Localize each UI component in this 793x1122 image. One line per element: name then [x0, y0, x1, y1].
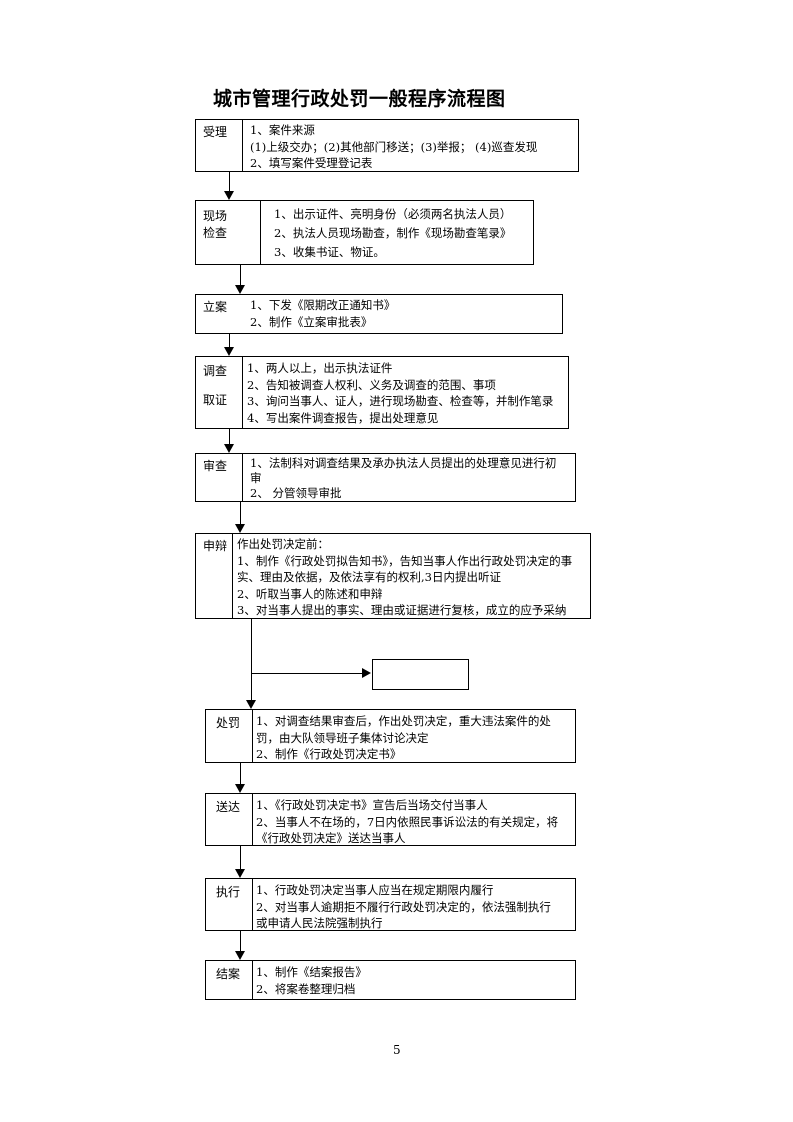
step-filing-label: 立案 — [203, 300, 228, 314]
flow-arrow-line — [240, 763, 241, 784]
step-penalty-box: 处罚 1、对调查结果审查后，作出处罚决定，重大违法案件的处 罚，由大队领导班子集… — [205, 709, 576, 763]
flow-arrow-head — [235, 784, 245, 793]
list-item: 1、法制科对调查结果及承办执法人员提出的处理意见进行初 — [250, 456, 557, 470]
step-accept-items: 1、案件来源 (1)上级交办；(2)其他部门移送；(3)举报； (4)巡查发现 … — [250, 122, 537, 172]
step-divider — [252, 710, 253, 762]
step-closing-label: 结案 — [216, 967, 241, 981]
list-item: 1、制作《行政处罚拟告知书》，告知当事人作出行政处罚决定的事 — [237, 553, 573, 568]
list-item: 1、案件来源 — [250, 123, 315, 137]
step-divider — [242, 120, 243, 171]
step-execution-items: 1、行政处罚决定当事人应当在规定期限内履行 2、对当事人逾期拒不履行行政处罚决定… — [256, 882, 551, 932]
step-review-box: 审查 1、法制科对调查结果及承办执法人员提出的处理意见进行初 审 2、 分管领导… — [195, 453, 576, 502]
list-item: 审 — [250, 471, 262, 485]
step-divider — [252, 961, 253, 999]
list-item: 3、对当事人提出的事实、理由或证据进行复核，成立的应予采纳 — [237, 603, 567, 617]
step-penalty-items: 1、对调查结果审查后，作出处罚决定，重大违法案件的处 罚，由大队领导班子集体讨论… — [256, 713, 551, 763]
step-review-items: 1、法制科对调查结果及承办执法人员提出的处理意见进行初 审 2、 分管领导审批 — [250, 456, 556, 501]
step-investigation-items: 1、两人以上，出示执法证件 2、告知被调查人权利、义务及调查的范围、事项 3、询… — [247, 360, 553, 426]
hearing-box — [372, 659, 469, 690]
step-delivery-box: 送达 1、《行政处罚决定书》宣告后当场交付当事人 2、当事人不在场的，7日内依照… — [205, 793, 576, 846]
step-investigation-label-2: 取证 — [203, 393, 228, 407]
step-accept-box: 受理 1、案件来源 (1)上级交办；(2)其他部门移送；(3)举报； (4)巡查… — [195, 119, 579, 172]
step-divider — [252, 879, 253, 930]
list-item: 1、制作《结案报告》 — [256, 965, 367, 979]
list-item: 4、写出案件调查报告，提出处理意见 — [247, 410, 439, 425]
flow-arrow-head — [235, 951, 245, 960]
list-item: 作出处罚决定前： — [237, 537, 329, 551]
step-divider — [232, 534, 233, 618]
flow-arrow-head — [224, 444, 234, 453]
flow-arrow-line — [251, 619, 252, 700]
list-item: 2、制作《立案审批表》 — [250, 314, 373, 329]
step-delivery-label: 送达 — [216, 800, 241, 814]
list-item: 2、当事人不在场的，7日内依照民事诉讼法的有关规定，将 — [256, 814, 559, 829]
page-number: 5 — [393, 1043, 401, 1057]
flow-arrow-head — [235, 524, 245, 533]
list-item: 1、对调查结果审查后，作出处罚决定，重大违法案件的处 — [256, 714, 551, 728]
list-item: 2、填写案件受理登记表 — [250, 156, 373, 170]
flow-arrow-head — [224, 191, 234, 200]
branch-line — [251, 673, 363, 674]
step-filing-items: 1、下发《限期改正通知书》 2、制作《立案审批表》 — [250, 297, 395, 330]
list-item: 或申请人民法院强制执行 — [256, 916, 383, 930]
step-execution-box: 执行 1、行政处罚决定当事人应当在规定期限内履行 2、对当事人逾期拒不履行行政处… — [205, 878, 576, 931]
flow-arrow-line — [229, 334, 230, 347]
list-item: 1、两人以上，出示执法证件 — [247, 361, 393, 375]
list-item: 2、对当事人逾期拒不履行行政处罚决定的，依法强制执行 — [256, 899, 551, 914]
step-investigation-box: 调查 取证 1、两人以上，出示执法证件 2、告知被调查人权利、义务及调查的范围、… — [195, 356, 569, 429]
page-title: 城市管理行政处罚一般程序流程图 — [213, 88, 506, 110]
step-divider — [242, 357, 243, 428]
step-inspection-label-1: 现场 — [203, 209, 228, 223]
list-item: 1、下发《限期改正通知书》 — [250, 298, 396, 312]
flow-arrow-line — [229, 172, 230, 191]
step-defense-label: 申辩 — [203, 539, 228, 553]
flow-arrow-line — [240, 265, 241, 285]
step-execution-label: 执行 — [216, 885, 241, 899]
step-investigation-label-1: 调查 — [203, 364, 228, 378]
step-defense-items: 作出处罚决定前： 1、制作《行政处罚拟告知书》，告知当事人作出行政处罚决定的事 … — [237, 536, 572, 619]
step-divider — [252, 794, 253, 845]
step-closing-items: 1、制作《结案报告》 2、将案卷整理归档 — [256, 964, 367, 997]
list-item: 1、出示证件、亮明身份（必须两名执法人员） — [274, 207, 512, 221]
flow-arrow-line — [240, 846, 241, 869]
flow-arrow-head — [235, 869, 245, 878]
step-divider — [242, 454, 243, 501]
step-accept-label: 受理 — [203, 125, 228, 139]
list-item: 《行政处罚决定》送达当事人 — [256, 831, 406, 845]
list-item: 1、《行政处罚决定书》宣告后当场交付当事人 — [256, 798, 488, 812]
list-item: (1)上级交办；(2)其他部门移送；(3)举报； (4)巡查发现 — [250, 139, 538, 154]
flow-arrow-line — [240, 502, 241, 524]
step-delivery-items: 1、《行政处罚决定书》宣告后当场交付当事人 2、当事人不在场的，7日内依照民事诉… — [256, 797, 558, 847]
list-item: 实、理由及依据，及依法享有的权利,3日内提出听证 — [237, 570, 501, 584]
list-item: 2、听取当事人的陈述和申辩 — [237, 586, 383, 601]
step-inspection-box: 现场 检查 1、出示证件、亮明身份（必须两名执法人员） 2、执法人员现场勘查，制… — [195, 200, 534, 265]
list-item: 2、告知被调查人权利、义务及调查的范围、事项 — [247, 377, 496, 392]
step-filing-box: 立案 1、下发《限期改正通知书》 2、制作《立案审批表》 — [195, 294, 563, 334]
list-item: 2、制作《行政处罚决定书》 — [256, 747, 402, 761]
step-closing-box: 结案 1、制作《结案报告》 2、将案卷整理归档 — [205, 960, 576, 1000]
list-item: 罚，由大队领导班子集体讨论决定 — [256, 730, 429, 745]
step-defense-box: 申辩 作出处罚决定前： 1、制作《行政处罚拟告知书》，告知当事人作出行政处罚决定… — [195, 533, 591, 619]
branch-arrow-head — [362, 668, 371, 678]
step-divider — [260, 201, 261, 264]
flow-arrow-head — [246, 700, 256, 709]
list-item: 3、询问当事人、证人，进行现场勘查、检查等，并制作笔录 — [247, 394, 554, 408]
list-item: 2、 分管领导审批 — [250, 486, 342, 500]
flow-arrow-line — [240, 931, 241, 951]
flow-arrow-head — [224, 347, 234, 356]
list-item: 2、执法人员现场勘查，制作《现场勘查笔录》 — [274, 226, 512, 240]
flow-arrow-line — [229, 429, 230, 444]
step-inspection-items: 1、出示证件、亮明身份（必须两名执法人员） 2、执法人员现场勘查，制作《现场勘查… — [274, 205, 511, 262]
list-item: 2、将案卷整理归档 — [256, 981, 356, 996]
list-item: 1、行政处罚决定当事人应当在规定期限内履行 — [256, 883, 494, 897]
step-penalty-label: 处罚 — [216, 716, 241, 730]
step-inspection-label-2: 检查 — [203, 226, 228, 240]
flow-arrow-head — [235, 285, 245, 294]
list-item: 3、收集书证、物证。 — [274, 245, 385, 259]
step-review-label: 审查 — [203, 459, 228, 473]
